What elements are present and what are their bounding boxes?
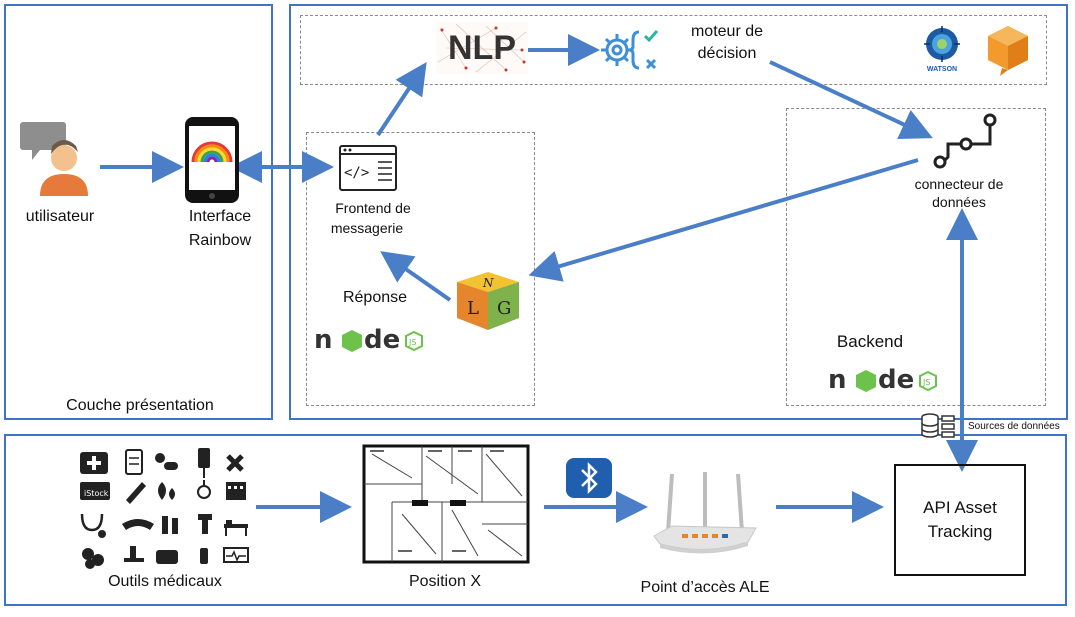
data-sources-label: Sources de données <box>968 421 1060 432</box>
nodejs-logo-icon: n de JS <box>314 322 432 356</box>
backend-label: Backend <box>836 332 904 351</box>
smartphone-rainbow-icon <box>184 116 240 204</box>
user-label: utilisateur <box>25 208 95 225</box>
api-label-line2: Tracking <box>927 522 993 541</box>
database-icon <box>920 412 960 440</box>
svg-text:n: n <box>828 365 847 395</box>
svg-text:de: de <box>878 365 914 395</box>
access-point-label: Point d’accès ALE <box>640 579 770 596</box>
connector-label-line1: connecteur de <box>914 176 1004 192</box>
bluetooth-icon <box>566 458 612 498</box>
svg-text:n: n <box>314 325 333 355</box>
frontend-label-line1: Frontend de <box>335 200 411 216</box>
decision-engine-label-line2: décision <box>697 45 757 62</box>
response-label: Réponse <box>342 289 408 306</box>
backend-layer-panel <box>289 4 1068 420</box>
nlp-group-box <box>300 15 1047 85</box>
chatbot-logo-icon <box>986 24 1030 76</box>
watson-logo-icon: WATSON <box>916 26 968 76</box>
decision-engine-label-line1: moteur de <box>690 23 764 40</box>
medical-tools-icon: iStock <box>78 448 254 572</box>
floor-plan-icon <box>362 444 530 564</box>
svg-text:de: de <box>364 325 400 355</box>
api-label-line1: API Asset <box>923 498 997 517</box>
hardware-layer-panel <box>4 434 1067 606</box>
nlp-network-icon: NLP <box>436 22 528 74</box>
data-connector-icon <box>932 112 998 170</box>
nodejs-logo-icon-backend: n de JS <box>828 362 946 396</box>
nlg-letter-g: G <box>497 298 511 319</box>
presentation-layer-panel <box>4 4 273 420</box>
router-icon <box>652 472 758 556</box>
svg-text:</>: </> <box>344 165 369 181</box>
frontend-label-line2: messagerie <box>330 220 404 236</box>
code-window-icon: </> <box>338 144 398 192</box>
medical-tools-label: Outils médicaux <box>108 573 222 590</box>
api-asset-tracking-box: API Asset Tracking <box>894 464 1026 576</box>
nlg-letter-n: N <box>482 276 494 290</box>
gear-decision-icon <box>597 26 671 74</box>
nlp-text: NLP <box>448 29 516 67</box>
nlg-cube-icon: N L G <box>455 270 521 332</box>
watson-text: WATSON <box>926 66 958 73</box>
interface-label-line1: Interface <box>188 208 252 225</box>
connector-label-line2: données <box>932 194 986 210</box>
nlg-letter-l: L <box>467 298 479 319</box>
position-label: Position X <box>408 573 482 590</box>
istock-watermark: iStock <box>84 489 109 498</box>
user-chat-icon <box>18 122 94 196</box>
presentation-layer-title: Couche présentation <box>66 397 214 414</box>
interface-label-line2: Rainbow <box>188 232 252 249</box>
svg-text:JS: JS <box>922 378 930 387</box>
svg-text:JS: JS <box>408 338 416 347</box>
